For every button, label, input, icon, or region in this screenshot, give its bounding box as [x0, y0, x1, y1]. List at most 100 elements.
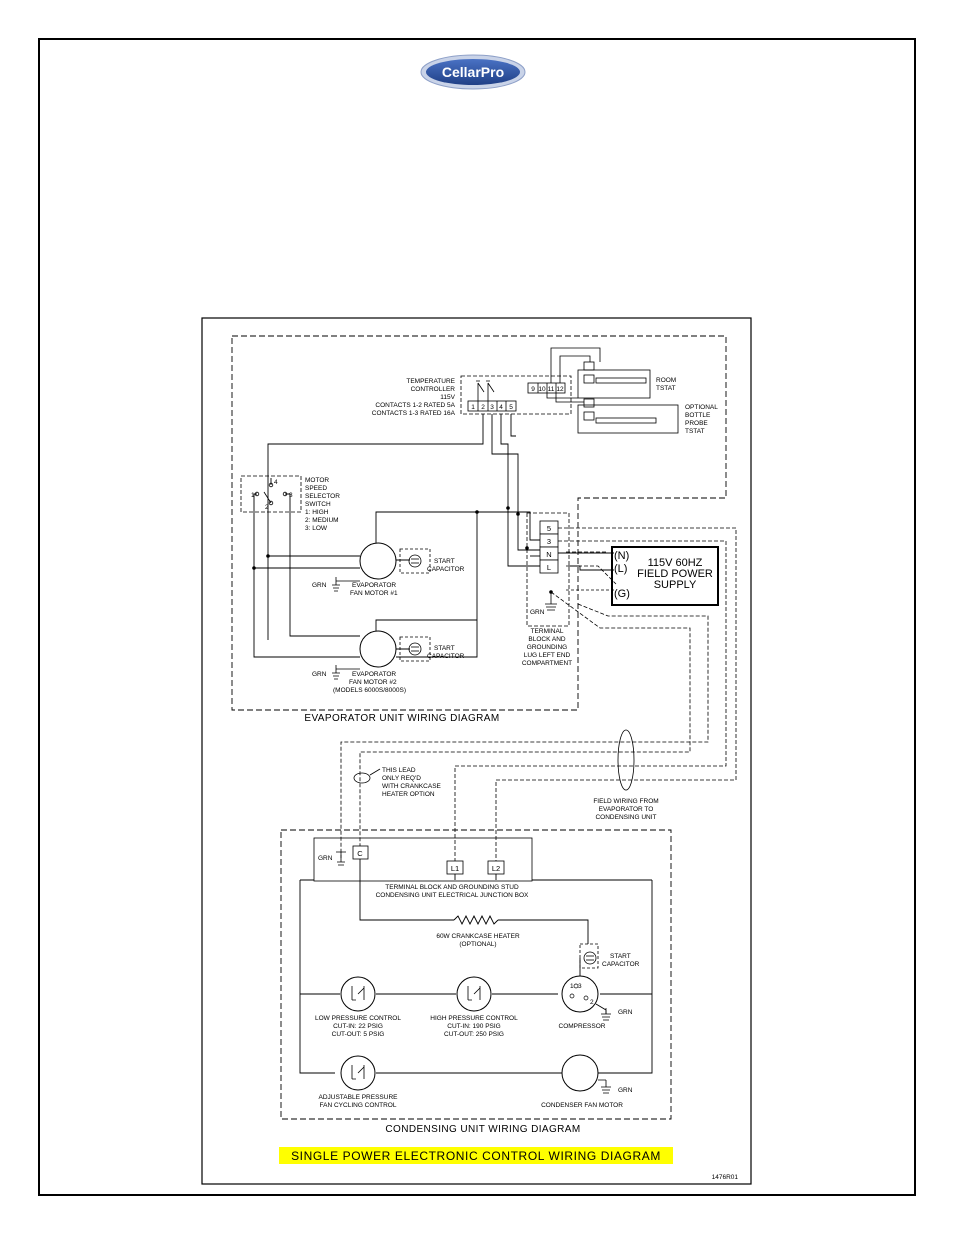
svg-text:FIELD POWER: FIELD POWER: [637, 568, 713, 580]
svg-text:5: 5: [509, 404, 513, 411]
condensing-wires: [299, 859, 653, 1074]
svg-text:12: 12: [556, 386, 564, 393]
svg-text:4: 4: [274, 479, 278, 486]
drawing-border: [201, 317, 752, 1185]
svg-text:TERMINAL: TERMINAL: [531, 628, 564, 635]
svg-text:10: 10: [538, 386, 546, 393]
crankcase-heater-label: 60W CRANKCASE HEATER (OPTIONAL): [436, 933, 520, 948]
controller-terminals-right: 9 10 11 12: [531, 386, 564, 393]
start-capacitor-2: [399, 636, 431, 662]
svg-text:N: N: [546, 550, 551, 559]
condensing-diagram-title: CONDENSING UNIT WIRING DIAGRAM: [385, 1124, 580, 1135]
svg-text:(MODELS 6000S/8000S): (MODELS 6000S/8000S): [333, 687, 406, 694]
svg-text:GRN: GRN: [312, 582, 327, 589]
start-capacitor-2-label: START: [434, 645, 455, 652]
fan-cycling-label: ADJUSTABLE PRESSURE FAN CYCLING CONTROL: [319, 1094, 399, 1109]
start-capacitor-condensing-label: START: [610, 953, 631, 960]
svg-text:CUT-IN: 22 PSIG: CUT-IN: 22 PSIG: [333, 1023, 383, 1030]
field-power-supply: [566, 546, 719, 606]
compressor-label: COMPRESSOR: [559, 1023, 606, 1030]
svg-text:GRN: GRN: [618, 1009, 633, 1016]
crankcase-heater: [453, 914, 499, 926]
svg-text:L1: L1: [451, 864, 459, 873]
svg-text:2: 2: [265, 504, 269, 511]
svg-text:LUG LEFT END: LUG LEFT END: [524, 652, 571, 659]
power-terminals: (N) (L) (G): [614, 550, 630, 600]
svg-text:5: 5: [547, 524, 551, 533]
svg-text:CUT-OUT: 5 PSIG: CUT-OUT: 5 PSIG: [332, 1031, 385, 1038]
svg-text:FIELD WIRING FROM: FIELD WIRING FROM: [593, 798, 658, 805]
svg-text:3: 3: [578, 983, 582, 990]
logo-text: CellarPro: [442, 64, 504, 80]
svg-text:CONTACTS 1-2 RATED 5A: CONTACTS 1-2 RATED 5A: [375, 402, 455, 409]
svg-text:2: MEDIUM: 2: MEDIUM: [305, 517, 339, 524]
svg-text:BOTTLE: BOTTLE: [685, 412, 711, 419]
svg-text:115V: 115V: [440, 394, 455, 401]
high-pressure-label: HIGH PRESSURE CONTROL CUT-IN: 190 PSIG C…: [430, 1015, 518, 1038]
svg-text:FAN MOTOR #2: FAN MOTOR #2: [349, 679, 397, 686]
crankcase-lead-note: THIS LEAD ONLY REQ'D WITH CRANKCASE HEAT…: [382, 767, 442, 798]
svg-text:3: 3: [490, 404, 494, 411]
title-highlight: [279, 1147, 673, 1164]
svg-text:LOW PRESSURE CONTROL: LOW PRESSURE CONTROL: [315, 1015, 401, 1022]
evaporator-fan-motor-2: [359, 630, 397, 668]
svg-text:HEATER OPTION: HEATER OPTION: [382, 791, 435, 798]
svg-text:GRN: GRN: [318, 855, 333, 862]
compressor: [561, 975, 599, 1013]
svg-text:CUT-OUT: 250 PSIG: CUT-OUT: 250 PSIG: [444, 1031, 504, 1038]
svg-text:EVAPORATOR TO: EVAPORATOR TO: [599, 806, 654, 813]
svg-text:L: L: [547, 563, 551, 572]
svg-text:ADJUSTABLE PRESSURE: ADJUSTABLE PRESSURE: [319, 1094, 399, 1101]
temp-controller-label: TEMPERATURE CONTROLLER 115V CONTACTS 1-2…: [372, 378, 456, 417]
room-tstat-label: ROOM: [656, 377, 676, 384]
svg-text:GRN: GRN: [530, 609, 545, 616]
svg-text:SELECTOR: SELECTOR: [305, 493, 340, 500]
svg-text:HIGH PRESSURE CONTROL: HIGH PRESSURE CONTROL: [430, 1015, 518, 1022]
svg-text:1: 1: [570, 983, 574, 990]
svg-text:3: LOW: 3: LOW: [305, 525, 328, 532]
field-wiring: [340, 527, 737, 862]
svg-text:TERMINAL BLOCK AND GROUNDING S: TERMINAL BLOCK AND GROUNDING STUD: [385, 884, 519, 891]
fan-motor-1-label: EVAPORATOR: [352, 582, 396, 589]
svg-text:SUPPLY: SUPPLY: [654, 579, 697, 591]
svg-text:CONTROLLER: CONTROLLER: [411, 386, 456, 393]
svg-text:GRN: GRN: [312, 671, 327, 678]
svg-text:2: 2: [590, 999, 594, 1006]
svg-text:FAN MOTOR #1: FAN MOTOR #1: [350, 590, 398, 597]
svg-text:1: 1: [251, 492, 255, 499]
svg-text:FAN CYCLING CONTROL: FAN CYCLING CONTROL: [320, 1102, 397, 1109]
svg-text:CUT-IN: 190 PSIG: CUT-IN: 190 PSIG: [447, 1023, 500, 1030]
svg-text:1: HIGH: 1: HIGH: [305, 509, 329, 516]
compressor-pins: 1 3 2: [570, 983, 594, 1006]
page-frame: [38, 38, 916, 1196]
svg-text:(OPTIONAL): (OPTIONAL): [459, 941, 496, 948]
fan-cycling-control: [340, 1055, 376, 1091]
svg-text:(N): (N): [614, 550, 629, 562]
svg-text:3: 3: [289, 492, 293, 499]
svg-text:1: 1: [471, 404, 475, 411]
svg-text:THIS LEAD: THIS LEAD: [382, 767, 416, 774]
evaporator-boundary: [231, 335, 727, 711]
fan-motor-1-ground: [332, 577, 360, 592]
bottle-probe-label: OPTIONAL: [685, 404, 718, 411]
svg-text:60W CRANKCASE HEATER: 60W CRANKCASE HEATER: [436, 933, 520, 940]
crankcase-lead-marker: [353, 768, 381, 784]
condenser-fan-label: CONDENSER FAN MOTOR: [541, 1102, 623, 1109]
start-capacitor-1-label: START: [434, 558, 455, 565]
svg-text:GROUNDING: GROUNDING: [527, 644, 567, 651]
room-tstat: [550, 347, 651, 399]
bottle-probe-tstat: [546, 393, 679, 434]
field-wiring-note: FIELD WIRING FROM EVAPORATOR TO CONDENSI…: [593, 798, 658, 821]
svg-text:(G): (G): [614, 588, 630, 600]
svg-text:CONTACTS 1-3 RATED 16A: CONTACTS 1-3 RATED 16A: [372, 410, 456, 417]
main-title: SINGLE POWER ELECTRONIC CONTROL WIRING D…: [291, 1149, 661, 1163]
condensing-boundary: [280, 829, 672, 1120]
svg-text:11: 11: [548, 386, 555, 393]
svg-text:PROBE: PROBE: [685, 420, 708, 427]
low-pressure-label: LOW PRESSURE CONTROL CUT-IN: 22 PSIG CUT…: [315, 1015, 401, 1038]
svg-text:ONLY REQ'D: ONLY REQ'D: [382, 775, 421, 782]
svg-text:SPEED: SPEED: [305, 485, 327, 492]
svg-text:CONDENSING UNIT: CONDENSING UNIT: [595, 814, 656, 821]
drawing-number: 1476R01: [712, 1174, 739, 1181]
